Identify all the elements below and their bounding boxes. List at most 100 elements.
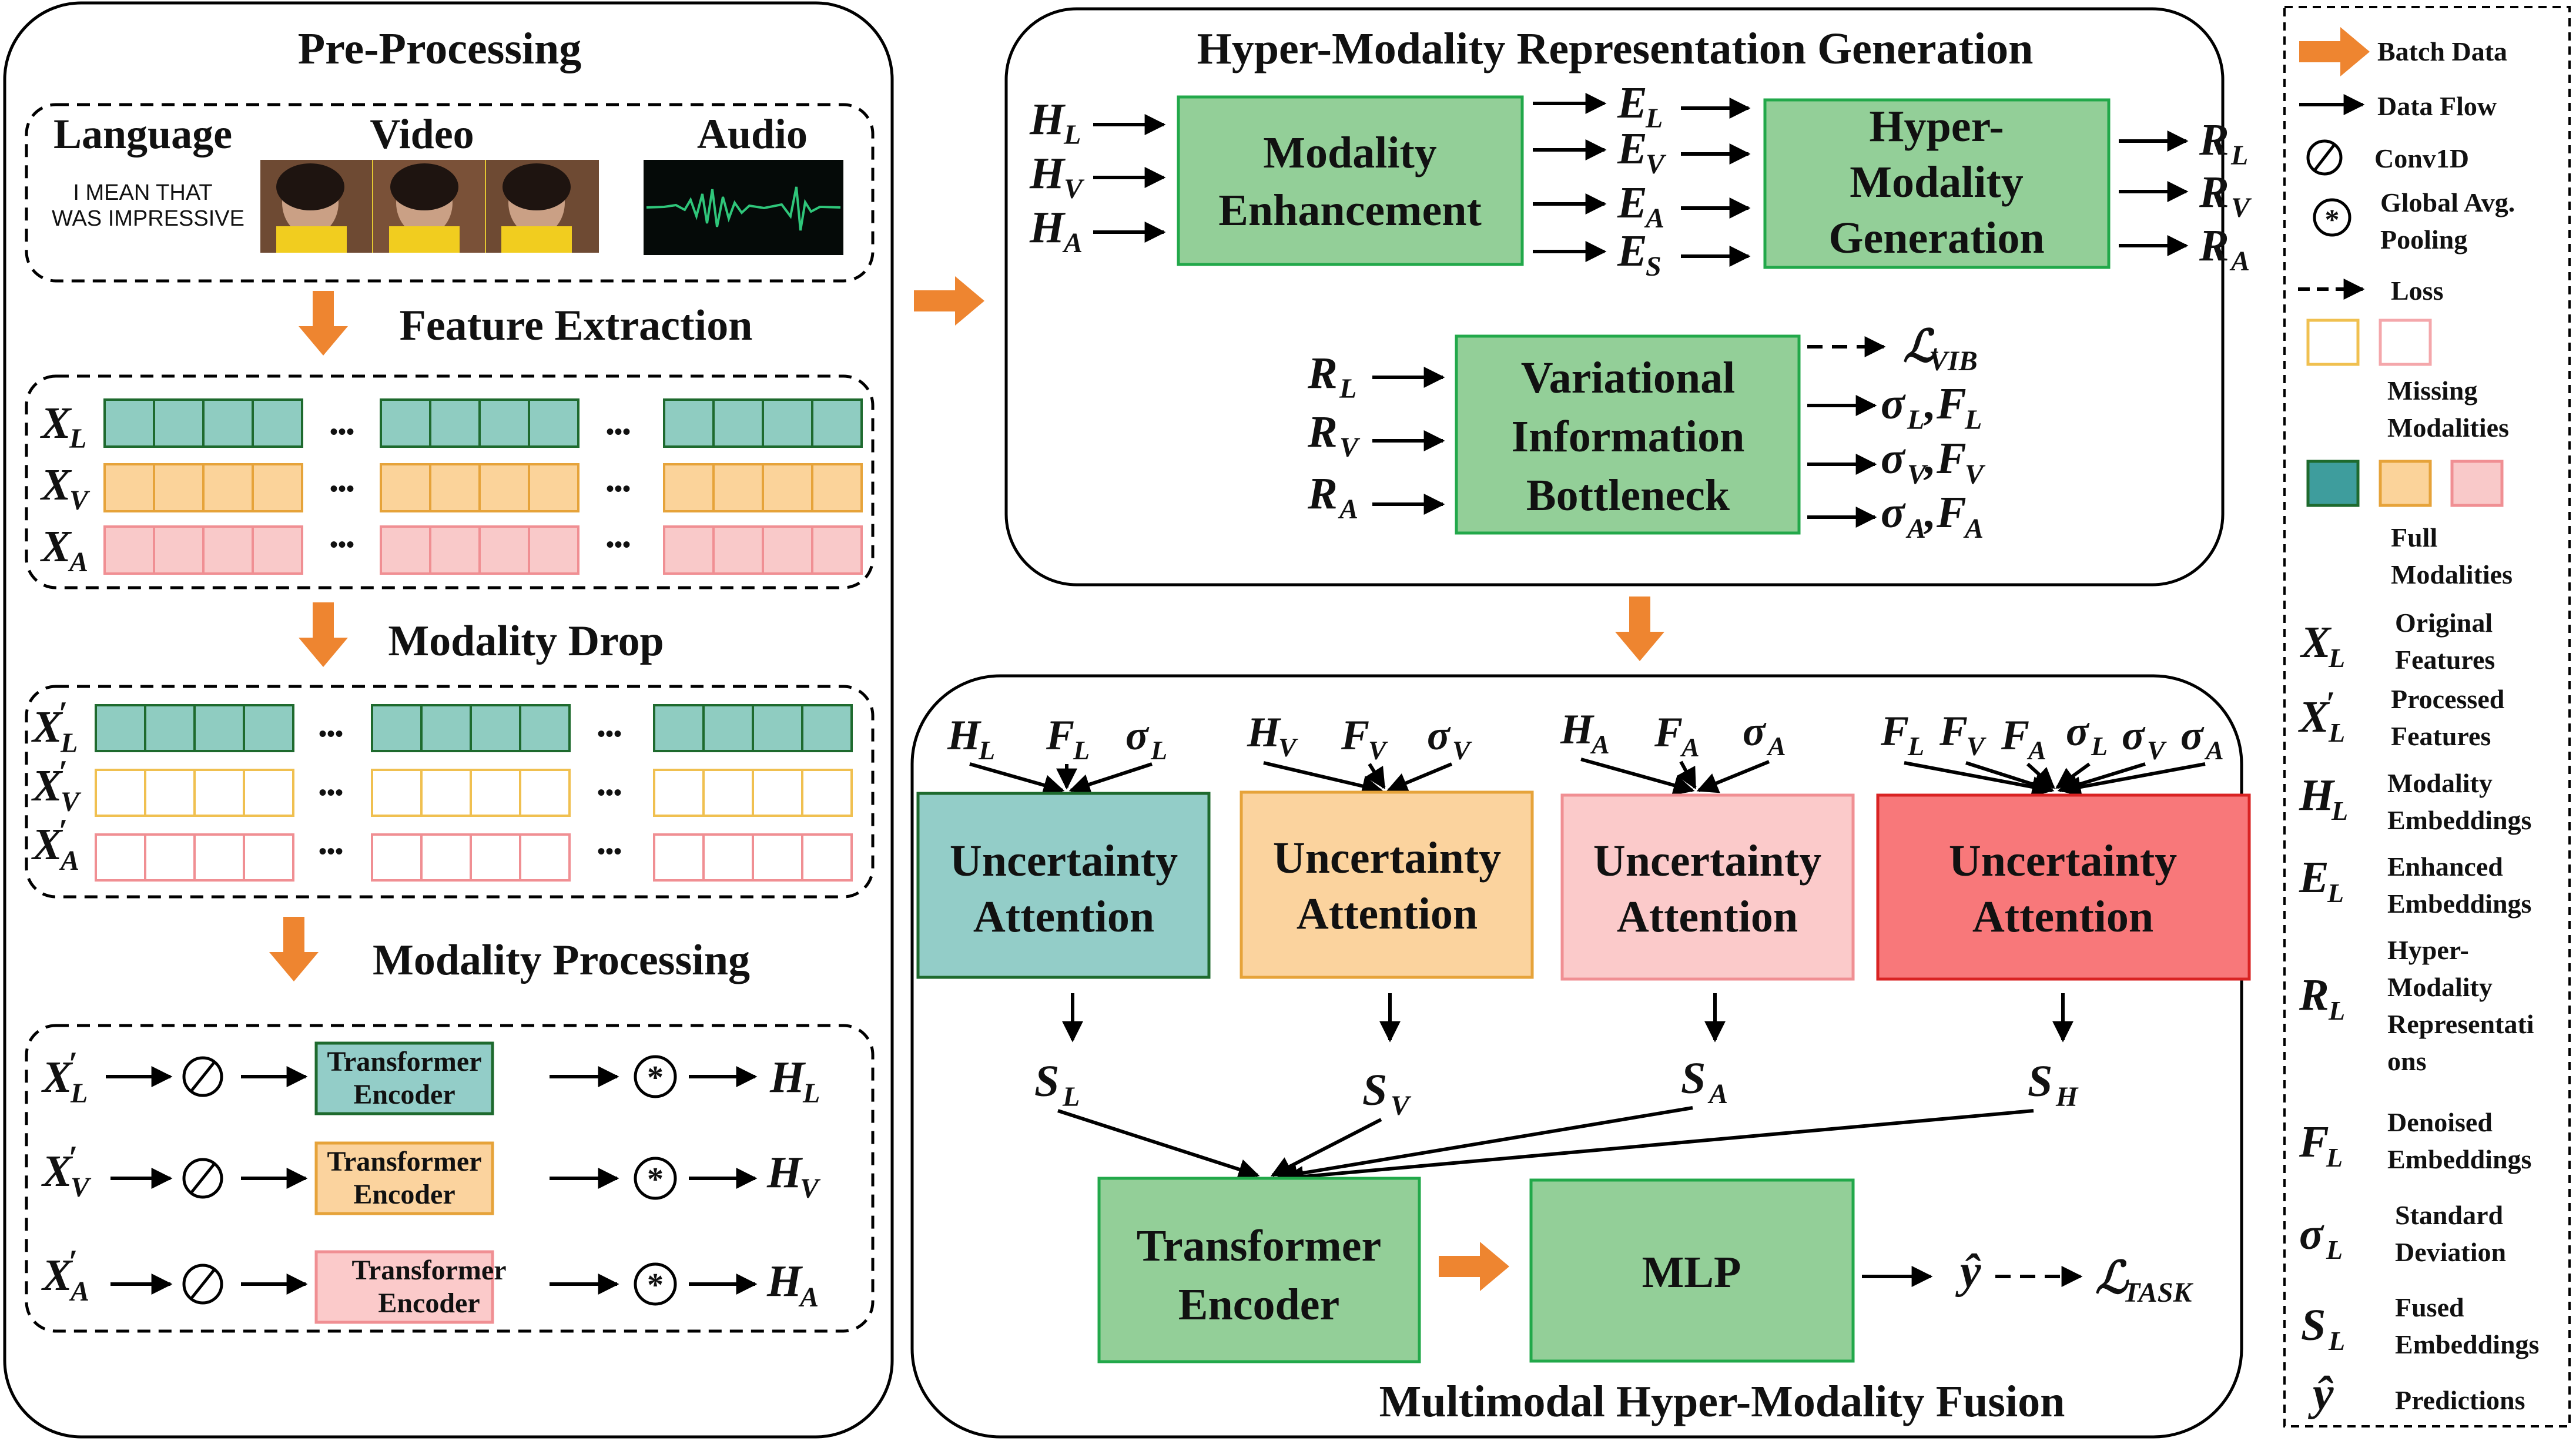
svg-text:ŷ: ŷ (2307, 1368, 2334, 1420)
processed-v-cell (801, 769, 853, 817)
svg-text:L: L (2328, 718, 2345, 748)
modality-processing-box (25, 1024, 875, 1333)
svg-text:V: V (71, 1172, 92, 1203)
svg-text:V: V (1967, 731, 1987, 761)
video-frame-2 (373, 160, 485, 253)
svg-text:,: , (1923, 434, 1934, 483)
sample-text-line1: I MEAN THAT (73, 180, 212, 205)
processed-features-box (25, 685, 875, 899)
vib-box (1455, 334, 1801, 535)
svg-text:X: X (40, 522, 72, 571)
svg-text:,: , (1923, 488, 1934, 537)
transformer-encoder-v (314, 1141, 494, 1215)
svg-text:A: A (1590, 729, 1610, 759)
svg-text:Standard: Standard (2395, 1200, 2503, 1230)
svg-text:Transformer: Transformer (351, 1255, 506, 1286)
processed-v-cell (371, 769, 423, 817)
legend-missing-orange (2306, 319, 2360, 366)
modality-enhancement-box (1177, 95, 1524, 266)
ua-h-line2: Attention (1972, 892, 2153, 941)
svg-text:A: A (2026, 735, 2046, 765)
svg-text:A: A (69, 1276, 89, 1307)
original-a-cell (712, 525, 764, 575)
svg-text:Processed: Processed (2391, 684, 2505, 714)
processed-v-cell (702, 769, 754, 817)
svg-text:L: L (2326, 1142, 2343, 1172)
svg-text:L: L (2331, 796, 2348, 826)
processed-l-cell (519, 704, 571, 752)
svg-text:L: L (1063, 119, 1081, 150)
processed-v-cell (144, 769, 196, 817)
svg-text:A: A (1766, 731, 1786, 761)
original-l-cell (103, 398, 155, 448)
svg-text:A: A (1963, 513, 1984, 544)
orange-arrow-to-hyper (914, 276, 984, 326)
svg-text:F: F (1654, 709, 1683, 756)
svg-text:ℒ: ℒ (2095, 1254, 2129, 1303)
legend-pooling-icon (2313, 198, 2351, 237)
svg-text:V: V (1278, 732, 1298, 762)
processed-a-cell (702, 833, 754, 882)
svg-text:σ: σ (1881, 434, 1906, 483)
svg-text:A: A (798, 1282, 819, 1313)
svg-text:V: V (69, 485, 91, 516)
svg-text:L: L (978, 735, 995, 765)
processed-l-cell (144, 704, 196, 752)
svg-text:L: L (1907, 731, 1924, 761)
svg-text:H: H (2299, 770, 2336, 820)
svg-text:L: L (70, 1078, 88, 1109)
original-l-cell (811, 398, 863, 448)
processed-l-cell (193, 704, 245, 752)
original-v-cell (103, 463, 155, 512)
svg-text:E: E (1617, 178, 1647, 227)
original-l-cell (663, 398, 715, 448)
s-outputs (1062, 993, 2073, 1043)
svg-text:Missing: Missing (2387, 376, 2477, 406)
x-l-label: XL (40, 398, 86, 454)
processed-v-cell (752, 769, 803, 817)
original-l-cell (478, 398, 530, 448)
svg-text:S: S (1362, 1065, 1387, 1115)
processed-v-cell (653, 769, 705, 817)
svg-text:F: F (1936, 379, 1967, 428)
processed-a-cell (95, 833, 146, 882)
processed-a-cell (801, 833, 853, 882)
ua-box-a (1560, 793, 1855, 981)
svg-text:′: ′ (59, 695, 68, 732)
svg-text:H: H (2055, 1081, 2079, 1112)
svg-text:L: L (2328, 643, 2345, 673)
processed-l-cell (420, 704, 472, 752)
conv1d-icon (182, 1056, 223, 1097)
svg-text:Global Avg.: Global Avg. (2380, 187, 2515, 217)
processing-row-l: X′L Transformer Encoder * HL (41, 1041, 820, 1115)
svg-text:Full: Full (2391, 522, 2437, 552)
x-a-label: XA (40, 522, 88, 578)
original-v-cell (429, 463, 481, 512)
svg-text:R: R (1307, 469, 1338, 518)
svg-text:X: X (2300, 618, 2332, 667)
e-outputs: EL EV EA ES (1533, 78, 1751, 282)
original-a-cell (429, 525, 481, 575)
svg-text:,: , (1923, 379, 1934, 428)
svg-text:H: H (1029, 203, 1066, 252)
video-frames (260, 160, 599, 253)
svg-text:X: X (2298, 692, 2330, 742)
svg-text:•••: ••• (330, 531, 354, 558)
fusion-title: Multimodal Hyper-Modality Fusion (1379, 1377, 2065, 1426)
svg-text:•••: ••• (606, 418, 631, 445)
original-a-cell (153, 525, 205, 575)
ua-a-line1: Uncertainty (1593, 836, 1821, 886)
hyper-modality-panel (1004, 7, 2225, 587)
original-features-box (25, 374, 875, 589)
hyper-generation-line3: Generation (1828, 213, 2044, 263)
svg-text:X: X (41, 1053, 73, 1102)
original-l-cell (762, 398, 813, 448)
processed-a-cell (653, 833, 705, 882)
svg-text:V: V (2147, 735, 2167, 765)
svg-text:Embeddings: Embeddings (2395, 1329, 2539, 1359)
hyper-generation-line1: Hyper- (1869, 102, 2004, 151)
fusion-transformer-encoder-box (1097, 1177, 1421, 1363)
